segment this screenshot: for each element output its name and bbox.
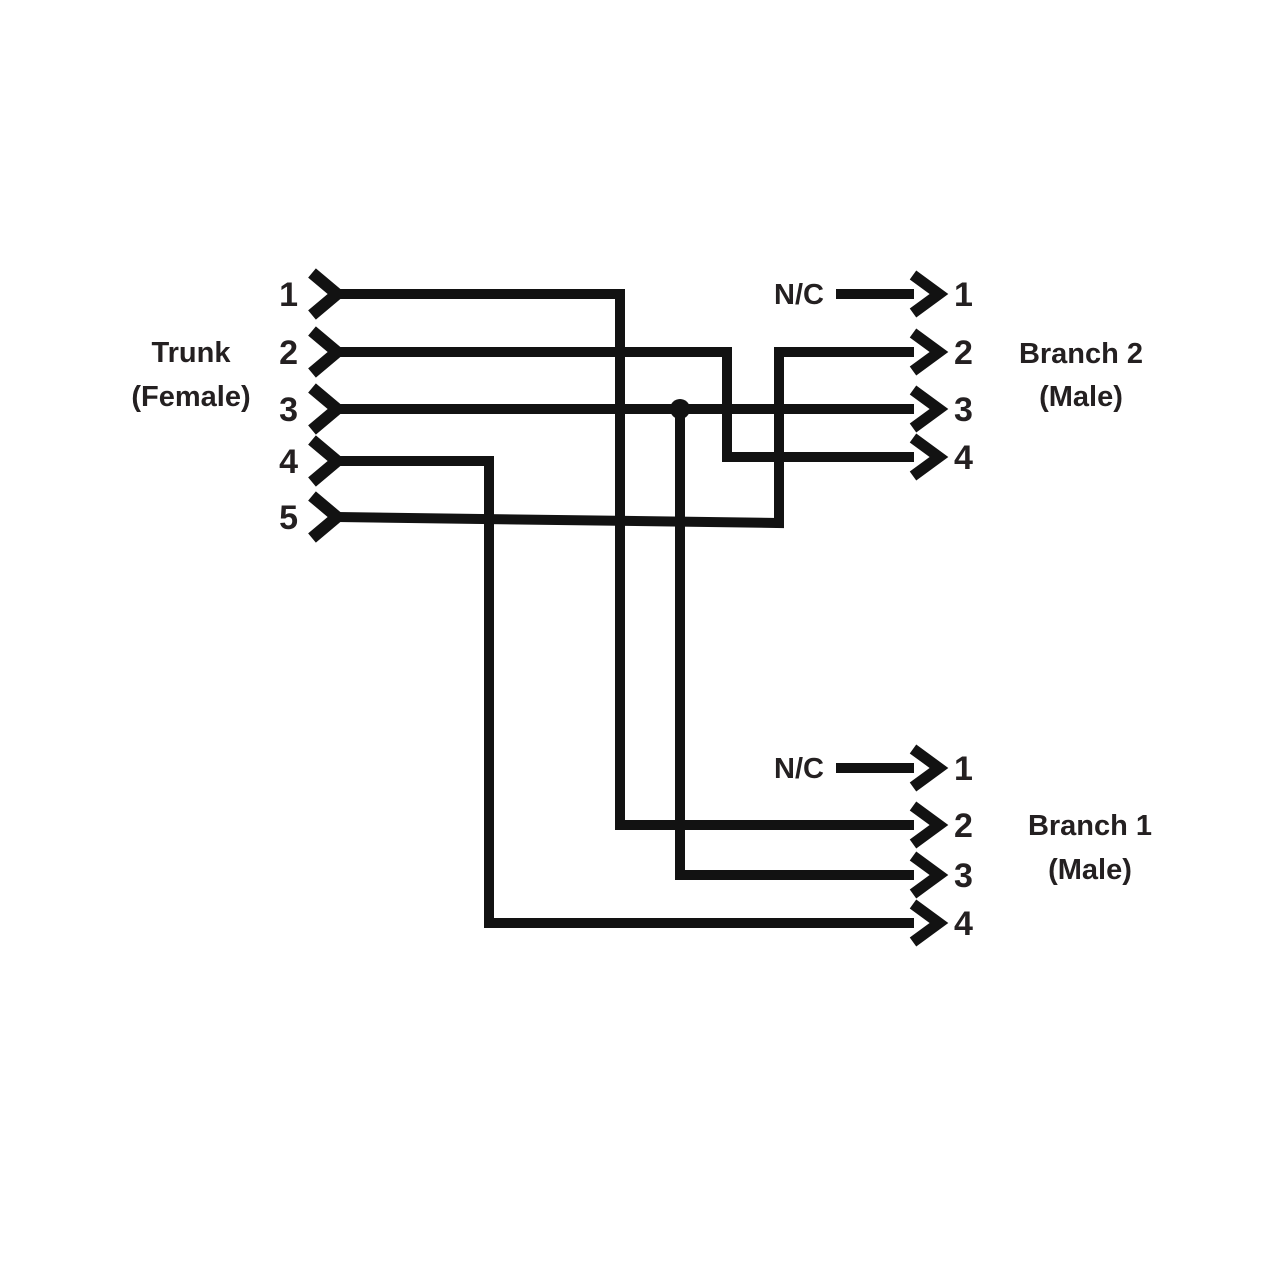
branch1-label: Branch 1 bbox=[1028, 810, 1152, 842]
female-pin-chevron-icon-trunk-4 bbox=[308, 435, 347, 487]
wire-trunk5-to-branch2-pin2 bbox=[336, 347, 914, 529]
branch2-label: Branch 2 bbox=[1019, 338, 1143, 370]
branch1-pin-1-number: 1 bbox=[954, 750, 973, 788]
trunk-pin-2-number: 2 bbox=[279, 334, 298, 372]
branch2-pin-1-number: 1 bbox=[954, 276, 973, 314]
branch2-pin-4-number: 4 bbox=[954, 439, 973, 477]
arrowhead-icon-trunk3-to-branch2-pin3 bbox=[909, 385, 949, 433]
female-pin-chevron-icon-trunk-3 bbox=[308, 383, 347, 435]
arrowhead-icon-nc-to-branch2-pin1 bbox=[909, 270, 949, 318]
trunk-gender-label: (Female) bbox=[131, 381, 250, 413]
trunk-pin-3-number: 3 bbox=[279, 391, 298, 429]
arrowhead-icon-trunk1-to-branch1-pin2 bbox=[909, 801, 949, 849]
branch2-pin-1-nc-label: N/C bbox=[774, 279, 824, 311]
trunk-pin-1-number: 1 bbox=[279, 276, 298, 314]
female-pin-chevron-icon-trunk-5 bbox=[308, 491, 347, 543]
branch1-pin-4-number: 4 bbox=[954, 905, 973, 943]
wire-trunk1-to-branch1-pin2 bbox=[337, 289, 914, 830]
branch2-gender-label: (Male) bbox=[1039, 381, 1123, 413]
arrowhead-icon-trunk2-to-branch2-pin4 bbox=[909, 433, 949, 481]
wire-trunk3-tap-to-branch1-pin3 bbox=[675, 409, 914, 880]
branch1-pin-3-number: 3 bbox=[954, 857, 973, 895]
arrowhead-icon-nc-to-branch1-pin1 bbox=[909, 744, 949, 792]
branch1-pin-1-nc-label: N/C bbox=[774, 753, 824, 785]
wire-trunk4-to-branch1-pin4 bbox=[337, 456, 914, 928]
female-pin-chevron-icon-trunk-1 bbox=[308, 268, 347, 320]
trunk-pin-5-number: 5 bbox=[279, 499, 298, 537]
trunk-label: Trunk bbox=[152, 337, 232, 369]
arrowhead-icon-trunk5-to-branch2-pin2 bbox=[909, 328, 949, 376]
female-pin-chevron-icon-trunk-2 bbox=[308, 326, 347, 378]
branch1-gender-label: (Male) bbox=[1048, 854, 1132, 886]
junction-dot bbox=[670, 399, 690, 419]
arrowhead-icon-trunk4-to-branch1-pin4 bbox=[909, 899, 949, 947]
trunk-pin-4-number: 4 bbox=[279, 443, 298, 481]
branch2-pin-2-number: 2 bbox=[954, 334, 973, 372]
branch2-pin-3-number: 3 bbox=[954, 391, 973, 429]
arrowhead-icon-trunk3-tap-to-branch1-pin3 bbox=[909, 851, 949, 899]
branch1-pin-2-number: 2 bbox=[954, 807, 973, 845]
